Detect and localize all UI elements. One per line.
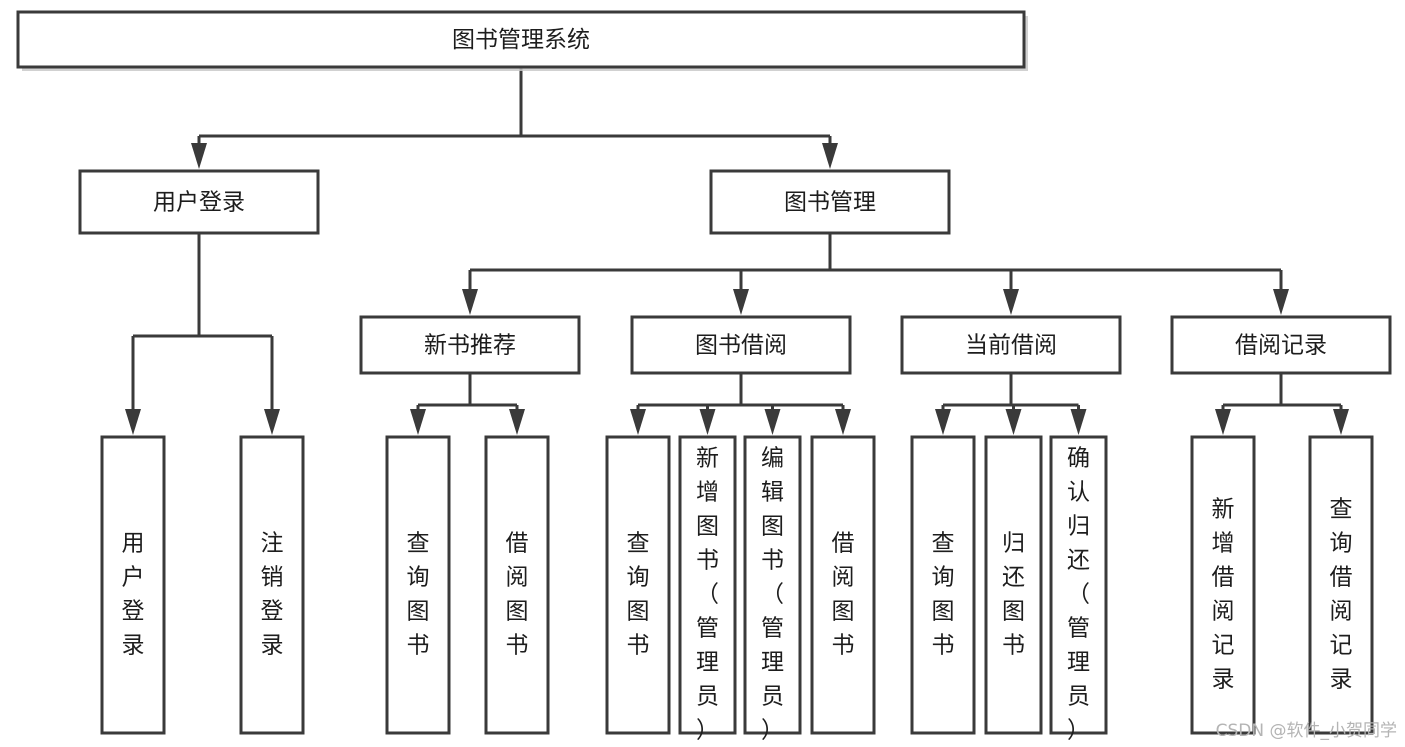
arrow-head-icon [509, 409, 525, 435]
node-box[interactable] [484, 435, 550, 735]
node-label: 用户登录 [153, 190, 245, 216]
node-box[interactable] [910, 435, 976, 735]
arrow-head-icon [125, 409, 141, 435]
connector-group-borrow-record [1215, 373, 1349, 435]
node-box[interactable] [1170, 315, 1392, 375]
arrow-head-icon [699, 409, 716, 435]
arrow-head-icon [1333, 409, 1349, 435]
node-leaf-user-logout[interactable]: 注销登录 [239, 435, 305, 735]
arrow-head-icon [1005, 409, 1022, 435]
node-leaf-query-book-1[interactable]: 查询图书 [385, 435, 451, 735]
node-label: 编辑图书（管理员） [761, 445, 784, 743]
connector-group-root [191, 67, 838, 169]
node-box[interactable] [78, 169, 320, 235]
arrow-head-icon [1003, 289, 1019, 315]
node-box[interactable] [605, 435, 671, 735]
node-box[interactable] [709, 169, 951, 235]
node-label: 查询图书 [407, 530, 430, 658]
arrow-head-icon [264, 409, 280, 435]
node-label: 查询图书 [932, 530, 955, 658]
arrow-head-icon [764, 409, 781, 435]
arrow-head-icon [733, 289, 749, 315]
node-label: 图书管理 [784, 190, 876, 216]
node-root[interactable]: 图书管理系统 [16, 10, 1028, 71]
node-label: 图书管理系统 [452, 27, 590, 53]
node-leaf-borrow-book-1[interactable]: 借阅图书 [484, 435, 550, 735]
node-label: 用户登录 [122, 530, 145, 658]
node-label: 查询图书 [627, 530, 650, 658]
node-box[interactable] [100, 435, 166, 735]
node-label: 新书推荐 [424, 333, 516, 359]
node-book-manage[interactable]: 图书管理 [709, 169, 951, 235]
node-leaf-edit-book[interactable]: 编辑图书（管理员） [743, 435, 802, 743]
connector-group-book-manage [462, 233, 1289, 315]
node-label: 确认归还（管理员） [1067, 445, 1090, 743]
node-box[interactable] [743, 435, 802, 735]
node-leaf-query-record[interactable]: 查询借阅记录 [1308, 435, 1374, 735]
node-leaf-confirm-return[interactable]: 确认归还（管理员） [1049, 435, 1108, 743]
node-current-borrow[interactable]: 当前借阅 [900, 315, 1122, 375]
connector-group-current-borrow [935, 373, 1087, 435]
arrow-head-icon [630, 409, 646, 435]
arrow-head-icon [835, 409, 851, 435]
arrow-head-icon [1273, 289, 1289, 315]
node-box[interactable] [900, 315, 1122, 375]
node-box[interactable] [1190, 435, 1256, 735]
node-box[interactable] [630, 315, 852, 375]
arrow-head-icon [935, 409, 951, 435]
node-borrow-record[interactable]: 借阅记录 [1170, 315, 1392, 375]
node-leaf-add-book[interactable]: 新增图书（管理员） [678, 435, 737, 743]
node-label: 借阅图书 [832, 530, 855, 658]
node-label: 查询借阅记录 [1330, 496, 1353, 692]
arrow-head-icon [1070, 409, 1087, 435]
node-label: 图书借阅 [695, 333, 787, 359]
arrow-head-icon [1215, 409, 1231, 435]
node-leaf-add-record[interactable]: 新增借阅记录 [1190, 435, 1256, 735]
connector-layer [125, 67, 1349, 435]
node-label: 借阅图书 [506, 530, 529, 658]
node-label: 借阅记录 [1235, 333, 1327, 359]
node-box[interactable] [16, 10, 1026, 69]
node-box[interactable] [984, 435, 1043, 735]
arrow-head-icon [462, 289, 478, 315]
node-label: 新增借阅记录 [1212, 496, 1235, 692]
node-label: 当前借阅 [965, 333, 1057, 359]
connector-group-user-login [125, 233, 280, 435]
node-box[interactable] [1308, 435, 1374, 735]
node-label: 归还图书 [1002, 530, 1025, 658]
node-leaf-return-book[interactable]: 归还图书 [984, 435, 1043, 735]
node-label: 新增图书（管理员） [696, 445, 719, 743]
connector-group-new-book-rec [410, 373, 525, 435]
node-user-login[interactable]: 用户登录 [78, 169, 320, 235]
node-box[interactable] [1049, 435, 1108, 735]
node-box[interactable] [678, 435, 737, 735]
node-box[interactable] [359, 315, 581, 375]
arrow-head-icon [410, 409, 426, 435]
node-box[interactable] [385, 435, 451, 735]
arrow-head-icon [822, 143, 838, 169]
node-layer: 图书管理系统用户登录图书管理新书推荐图书借阅当前借阅借阅记录用户登录注销登录查询… [16, 10, 1392, 743]
connector-group-book-borrow [630, 373, 851, 435]
node-new-book-rec[interactable]: 新书推荐 [359, 315, 581, 375]
node-box[interactable] [239, 435, 305, 735]
node-leaf-query-book-3[interactable]: 查询图书 [910, 435, 976, 735]
node-book-borrow[interactable]: 图书借阅 [630, 315, 852, 375]
node-leaf-borrow-book-2[interactable]: 借阅图书 [810, 435, 876, 735]
node-label: 注销登录 [261, 530, 284, 658]
node-leaf-user-login[interactable]: 用户登录 [100, 435, 166, 735]
node-box[interactable] [810, 435, 876, 735]
node-leaf-query-book-2[interactable]: 查询图书 [605, 435, 671, 735]
arrow-head-icon [191, 143, 207, 169]
